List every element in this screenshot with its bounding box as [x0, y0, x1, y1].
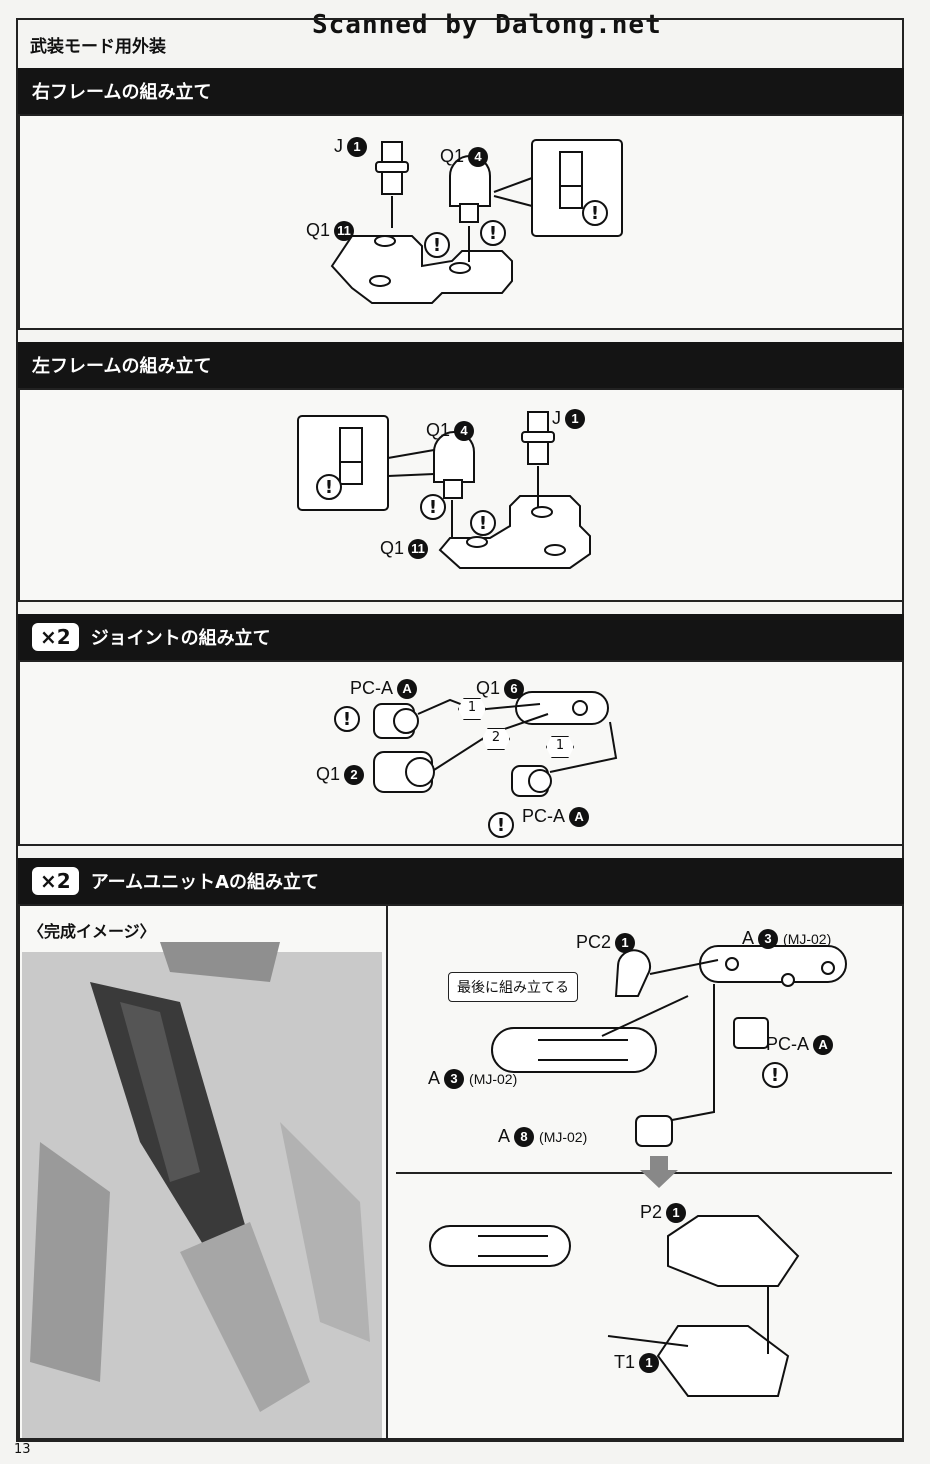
section-right-frame-header: 右フレームの組み立て — [18, 68, 904, 114]
warning-icon: ! — [762, 1062, 788, 1088]
step-2-marker: 2 — [482, 728, 510, 750]
section-title: 右フレームの組み立て — [32, 82, 212, 103]
step-1-marker: 1 — [458, 698, 486, 720]
warning-icon: ! — [582, 200, 608, 226]
warning-icon: ! — [334, 706, 360, 732]
step-1-marker: 1 — [546, 736, 574, 758]
warning-icon: ! — [480, 220, 506, 246]
warning-icon: ! — [420, 494, 446, 520]
column-divider — [386, 906, 388, 1440]
assemble-last-callout: 最後に組み立てる — [448, 972, 578, 1002]
page-title: 武装モード用外装 — [30, 37, 166, 57]
finished-image — [22, 942, 382, 1438]
multiplier-badge: ×2 — [32, 867, 79, 895]
finished-image-label: 〈完成イメージ〉 — [28, 924, 156, 941]
section-title: 左フレームの組み立て — [32, 356, 212, 377]
watermark: Scanned by Dalong.net — [312, 10, 662, 40]
section-arm-unit-body: 〈完成イメージ〉 — [18, 904, 904, 1440]
arm-unit-diagram — [429, 945, 847, 1397]
section-title: アームユニットAの組み立て — [90, 872, 319, 893]
section-arm-unit-header: ×2 アームユニットAの組み立て — [18, 858, 904, 904]
warning-icon: ! — [316, 474, 342, 500]
multiplier-badge: ×2 — [32, 623, 79, 651]
section-joint-header: ×2 ジョイントの組み立て — [18, 614, 904, 660]
warning-icon: ! — [424, 232, 450, 258]
warning-icon: ! — [470, 510, 496, 536]
section-left-frame-header: 左フレームの組み立て — [18, 342, 904, 388]
warning-icon: ! — [488, 812, 514, 838]
section-title: ジョイントの組み立て — [90, 628, 271, 649]
page-number: 13 — [14, 1442, 31, 1457]
joint-diagram — [373, 691, 618, 797]
